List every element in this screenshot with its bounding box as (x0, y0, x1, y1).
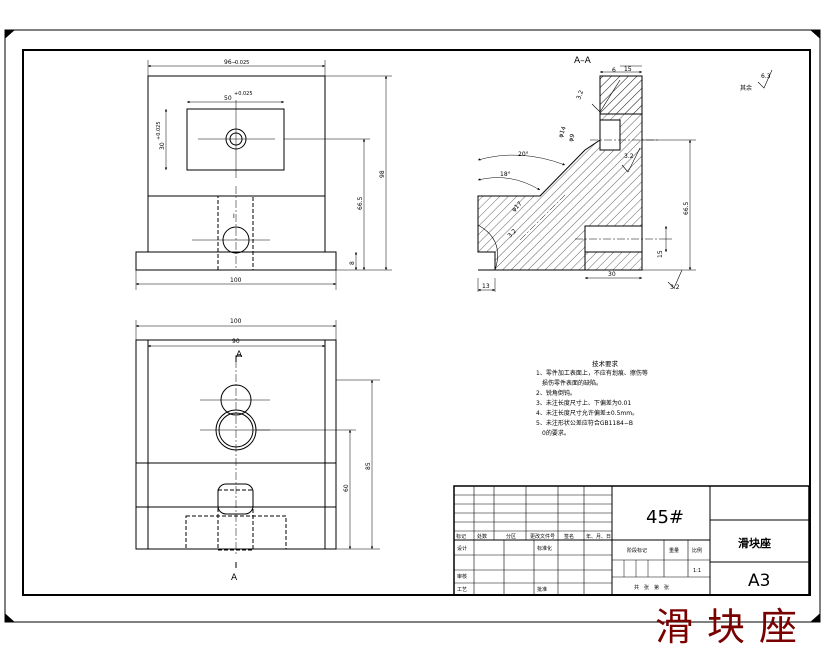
dim-phi14: φ14 (557, 125, 568, 138)
dim-60: 60 (343, 484, 350, 492)
rough-general-label: 其余 (740, 84, 752, 92)
row-standardization: 标准化 (537, 545, 552, 552)
dim-85: 85 (365, 462, 372, 470)
dim-phi9: φ9 (567, 133, 576, 143)
row-process: 工艺 (457, 587, 467, 593)
section-mark: I (233, 213, 235, 220)
note-line-2: 损伤零件表面的缺陷。 (536, 379, 602, 387)
dim-6: 6 (612, 67, 616, 74)
dim-height-mid: 66.5 (357, 196, 364, 210)
row-approve: 批准 (537, 586, 547, 593)
scale-value: 1:1 (693, 568, 701, 574)
note-line-4: 3、未注长度尺寸上、下偏差为0.01 (536, 399, 631, 407)
stage-label: 阶段标记 (627, 547, 647, 554)
note-line-1: 1、零件加工表面上，不应有划痕、擦伤等 (536, 369, 648, 377)
rough-a: 3.2 (575, 89, 585, 101)
col-label-6: 年、月、日 (586, 533, 611, 540)
angle-18: 18° (500, 171, 511, 178)
section-view (477, 65, 773, 292)
big-title: 滑块座 (655, 605, 812, 649)
note-line-6: 5、未注形状公差应符合GB1184−B (536, 419, 633, 427)
dim-width: 100 (230, 318, 242, 325)
note-line-3: 2、锐角倒钝。 (536, 389, 576, 397)
dim-height-total: 98 (379, 170, 386, 178)
dim-15b: 15 (657, 250, 664, 258)
rough-c: 3.2 (670, 284, 680, 291)
dim-slot-height: 30 (159, 142, 166, 150)
title-block (453, 485, 810, 596)
col-label-2: 处数 (477, 533, 487, 540)
title-block-text: 45# 滑块座 A3 标记 处数 分区 更改文件号 签名 年、月、日 设计 标准… (456, 507, 771, 593)
col-label-4: 更改文件号 (530, 533, 555, 540)
sheets-label: 共 张 第 张 (634, 584, 669, 591)
material: 45# (646, 507, 684, 528)
dim-15: 15 (624, 66, 632, 73)
scale-label: 比例 (692, 547, 702, 554)
row-review: 审核 (457, 573, 467, 580)
row-design: 设计 (457, 545, 467, 552)
sheet-size: A3 (748, 571, 770, 591)
dim-top-label: 96− (224, 59, 237, 66)
col-label-1: 标记 (456, 533, 466, 540)
dim-32: 3.2 (506, 228, 518, 240)
dim-top-tolerance: 0.025 (235, 60, 249, 66)
rough-general-value: 6.3 (761, 73, 771, 80)
weight-label: 重量 (669, 547, 679, 554)
dim-30: 30 (608, 271, 616, 278)
front-view-dimensions: 96− 0.025 50 +0.025 30 +0.025 100 98 66.… (156, 59, 386, 284)
note-line-7: 0的要求。 (536, 429, 570, 437)
top-view (135, 320, 380, 555)
col-label-5: 签名 (564, 533, 574, 540)
dim-13: 13 (482, 283, 490, 290)
dim-bottom: 100 (230, 277, 242, 284)
dim-base: 8 (349, 261, 356, 265)
top-view-labels: 100 90 A A 85 60 (230, 318, 372, 583)
technical-notes: 技术要求 1、零件加工表面上，不应有划痕、擦伤等 损伤零件表面的缺陷。 2、锐角… (536, 359, 648, 437)
col-label-3: 分区 (506, 533, 516, 540)
notes-title: 技术要求 (592, 359, 619, 368)
note-line-5: 4、未注长度尺寸允许偏差±0.5mm。 (536, 409, 638, 417)
rough-general: 其余 6.3 (740, 73, 771, 92)
part-name: 滑块座 (738, 536, 771, 550)
angle-20: 20° (518, 151, 529, 158)
dim-slot-height-tol: +0.025 (156, 121, 162, 140)
dim-slot-width: 50 (224, 95, 232, 102)
section-mark-top: A (236, 350, 243, 360)
dim-90: 90 (232, 338, 240, 345)
rough-b: 3.2 (624, 153, 634, 160)
section-title: A–A (574, 56, 592, 66)
sheet-border (4, 29, 821, 623)
dim-665: 66.5 (683, 201, 690, 215)
section-mark-bottom: A (231, 573, 238, 583)
dim-slot-width-tol: +0.025 (234, 91, 253, 97)
front-view (135, 60, 392, 290)
